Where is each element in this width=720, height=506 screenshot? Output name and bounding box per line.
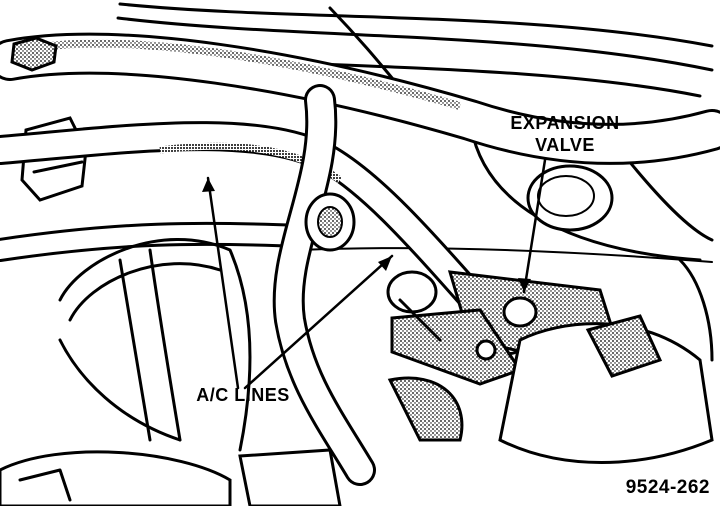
wrapped-hose [58, 238, 252, 452]
ac-lines-leader-lower [243, 254, 394, 390]
lower-components [0, 376, 464, 506]
firewall-grommet [526, 164, 614, 232]
vertical-hose [272, 84, 376, 486]
leader-arrowheads [202, 178, 531, 292]
expansion-valve-label-line1: EXPANSION [510, 113, 620, 133]
top-heater-hose [0, 32, 720, 165]
expansion-valve-label: EXPANSION VALVE [470, 112, 660, 156]
ac-lines-label: A/C LINES [196, 385, 290, 405]
expansion-valve-label-line2: VALVE [535, 135, 595, 155]
bolt-head [10, 36, 58, 72]
callout-leaders [206, 158, 547, 390]
electrical-connector [498, 258, 714, 464]
expansion-valve-leader [522, 158, 547, 294]
ac-lines-leader-upper [206, 176, 240, 390]
ac-line-lower [0, 221, 312, 262]
line-fitting [304, 192, 356, 252]
figure-number: 9524-262 [625, 477, 710, 498]
